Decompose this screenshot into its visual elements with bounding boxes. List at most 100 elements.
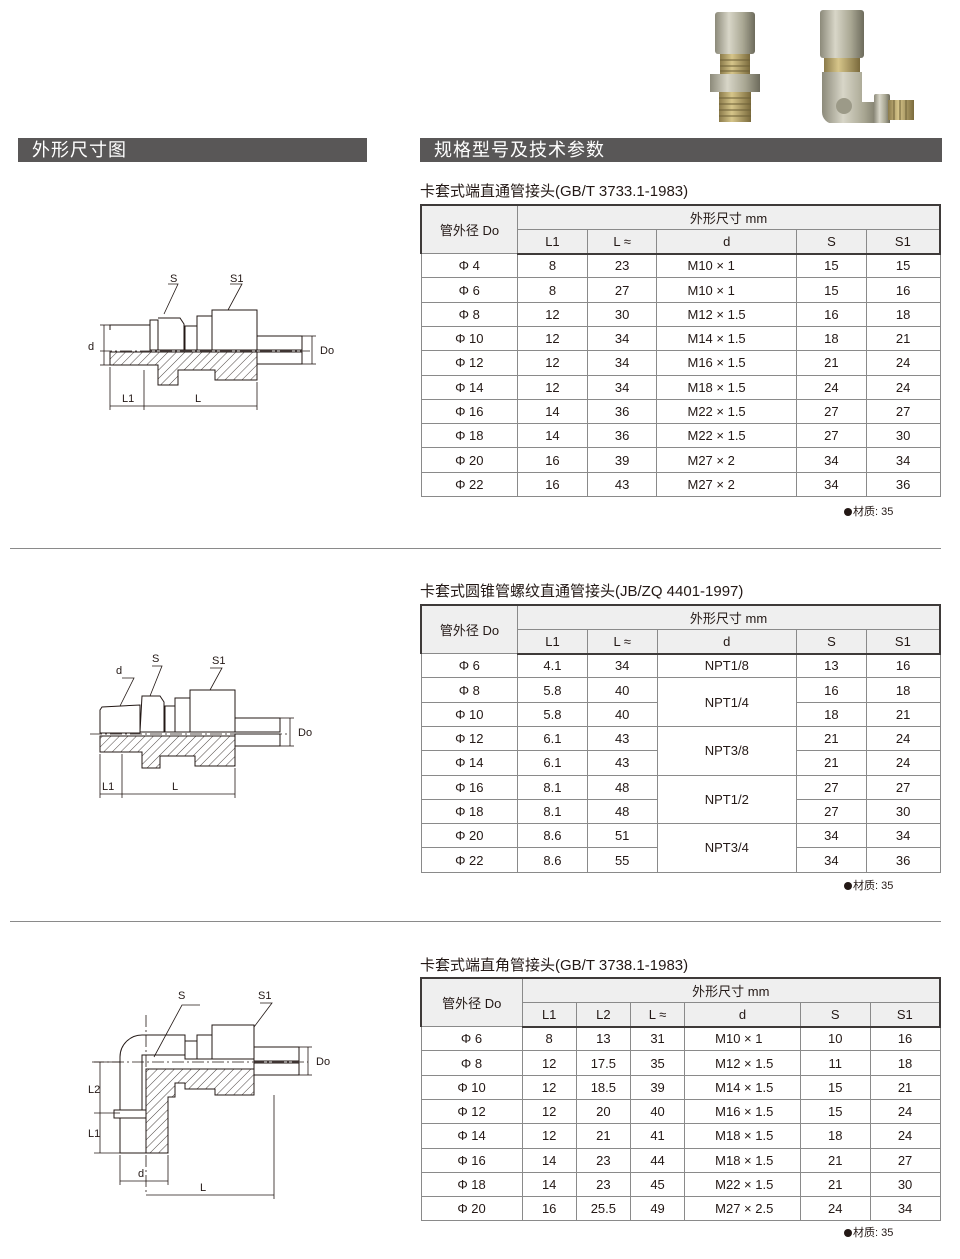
cell-l1: 14 — [517, 398, 588, 425]
cell-do: Φ 18 — [420, 1171, 523, 1198]
cell-do: Φ 20 — [420, 1196, 523, 1222]
material-note: 材质: 35 — [844, 503, 893, 519]
cell-s1: 34 — [865, 823, 941, 849]
cell-s1: 18 — [865, 301, 941, 327]
cell-s: 27 — [796, 398, 867, 425]
cell-l2: 18.5 — [575, 1074, 631, 1100]
cell-l1: 12 — [517, 350, 588, 376]
cell-l1: 8.6 — [517, 847, 588, 873]
cell-s: 21 — [799, 1147, 871, 1173]
label-l: L — [200, 1182, 206, 1194]
bullet-icon — [844, 1229, 852, 1237]
cell-l: 30 — [586, 301, 658, 327]
cell-do: Φ 8 — [420, 677, 519, 703]
cell-l: 40 — [586, 677, 658, 703]
cell-s1: 15 — [865, 253, 941, 279]
label-l: L — [172, 781, 178, 793]
cell-l1: 8 — [521, 1026, 577, 1052]
cell-s1: 34 — [865, 447, 941, 473]
cell-l: 39 — [629, 1074, 686, 1100]
cell-do: Φ 16 — [420, 774, 519, 800]
cell-s: 27 — [796, 798, 867, 825]
cell-d: M12 × 1.5 — [656, 301, 798, 327]
label-do: Do — [316, 1056, 330, 1068]
cell-l1: 8 — [517, 253, 588, 279]
cell-l2: 17.5 — [575, 1050, 631, 1076]
cell-s: 34 — [796, 471, 867, 498]
cell-d: M27 × 2 — [656, 447, 798, 473]
table-title-straight: 卡套式端直通管接头(GB/T 3733.1-1983) — [420, 183, 689, 200]
cell-do: Φ 6 — [420, 653, 519, 679]
cell-do: Φ 18 — [420, 423, 519, 449]
label-d: d — [138, 1168, 144, 1180]
cell-do: Φ 20 — [420, 447, 519, 473]
col-l1: L1 — [517, 228, 588, 255]
cell-l1: 12 — [517, 325, 588, 352]
cell-s1: 18 — [865, 677, 941, 703]
col-s1: S1 — [865, 628, 941, 655]
label-s: S — [170, 273, 177, 285]
cell-s1: 24 — [865, 350, 941, 376]
cell-s: 15 — [796, 253, 867, 279]
cell-s1: 30 — [869, 1171, 941, 1198]
cell-d: M16 × 1.5 — [684, 1098, 801, 1125]
cell-s1: 24 — [865, 750, 941, 776]
cell-d: M22 × 1.5 — [656, 398, 798, 425]
label-l1: L1 — [122, 393, 134, 405]
cell-s1: 36 — [865, 471, 941, 498]
cell-do: Φ 16 — [420, 398, 519, 425]
cell-s: 15 — [799, 1098, 871, 1125]
cell-d: M22 × 1.5 — [684, 1171, 801, 1198]
label-s: S — [178, 990, 185, 1002]
cell-s1: 27 — [865, 774, 941, 800]
material-note: 材质: 35 — [844, 877, 893, 893]
cell-l: 48 — [586, 774, 658, 800]
cell-do: Φ 8 — [420, 1050, 523, 1076]
cell-l: 49 — [629, 1196, 686, 1222]
cell-s1: 21 — [865, 325, 941, 352]
cell-l2: 20 — [575, 1098, 631, 1125]
cell-l1: 14 — [517, 423, 588, 449]
col-l: L ≈ — [586, 628, 658, 655]
col-d: d — [684, 1001, 801, 1028]
cell-d: M10 × 1 — [656, 253, 798, 279]
cell-l: 34 — [586, 350, 658, 376]
cell-s1: 24 — [865, 374, 941, 400]
col-s: S — [796, 228, 867, 255]
label-s1: S1 — [258, 990, 271, 1002]
cell-s: 15 — [796, 277, 867, 303]
elbow-connector-photo — [820, 10, 914, 123]
cell-s: 13 — [796, 653, 867, 679]
cell-s1: 16 — [865, 277, 941, 303]
cell-l2: 25.5 — [575, 1196, 631, 1222]
cell-s: 34 — [796, 823, 867, 849]
col-l: L ≈ — [586, 228, 658, 255]
cell-l: 36 — [586, 398, 658, 425]
cell-l1: 12 — [517, 374, 588, 400]
cell-do: Φ 14 — [420, 1123, 523, 1149]
label-s1: S1 — [230, 273, 243, 285]
cell-d: NPT1/8 — [656, 653, 798, 679]
cell-do: Φ 10 — [420, 325, 519, 352]
cell-s: 11 — [799, 1050, 871, 1076]
cell-l1: 8 — [517, 277, 588, 303]
cell-l1: 6.1 — [517, 725, 588, 752]
cell-l1: 16 — [517, 471, 588, 498]
cell-l: 23 — [586, 253, 658, 279]
cell-l: 34 — [586, 653, 658, 679]
col-d: d — [656, 628, 798, 655]
cell-l1: 16 — [517, 447, 588, 473]
col-l1: L1 — [521, 1001, 577, 1028]
cell-l: 55 — [586, 847, 658, 873]
